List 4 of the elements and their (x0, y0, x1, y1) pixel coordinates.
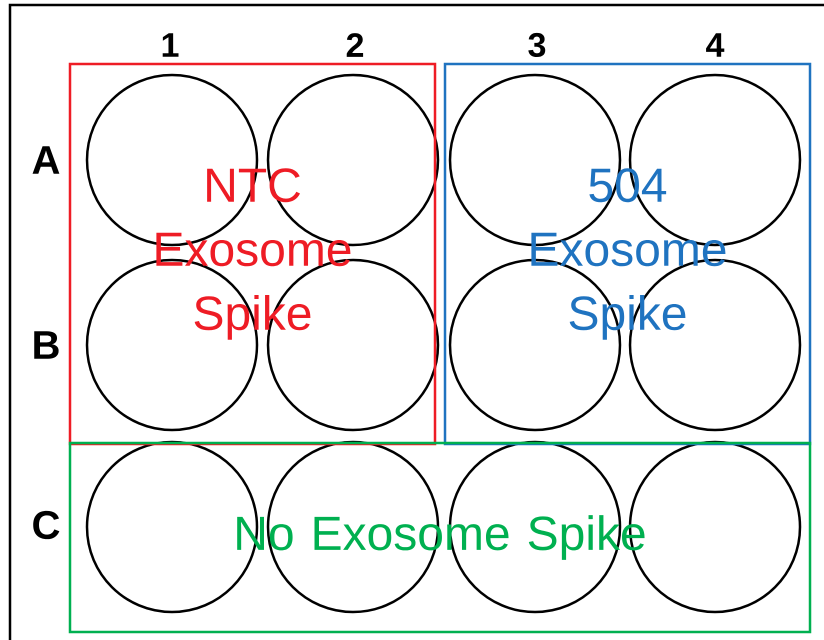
row-label: C (33, 510, 60, 540)
row-label: B (34, 331, 59, 359)
column-label: 2 (346, 33, 364, 57)
column-label: 3 (528, 32, 546, 58)
